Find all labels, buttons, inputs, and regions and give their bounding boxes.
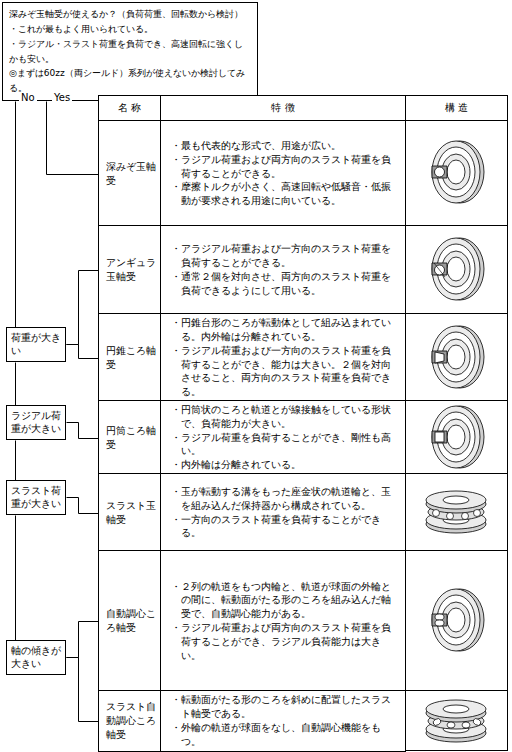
condition-box: ラジアル荷重が大きい	[6, 405, 66, 440]
node-text: 荷重が大きい	[11, 331, 61, 358]
node-text: ◎まずは60zz（両シールド）系列が使えないか検討してみる。	[9, 66, 251, 96]
feature-cell: ・最も代表的な形式で、用途が広い。・ラジアル荷重および両方向のスラスト荷重を負荷…	[160, 120, 406, 227]
node-text: ・アラジアル荷重および一方向のスラスト荷重を負荷することができる。	[171, 242, 397, 270]
node-text: ・玉が転動する溝をもった座金状の軌道輪と、玉を組み込んだ保持器から構成されている…	[171, 485, 397, 513]
node-text: ・２列の軌道をもつ内輪と、軌道が球面の外輪との間に、転動面がたる形のころを組み込…	[171, 580, 397, 621]
name-cell: 深みぞ玉軸受	[98, 120, 161, 227]
feature-cell: ・アラジアル荷重および一方向のスラスト荷重を負荷することができる。・通常２個を対…	[160, 225, 406, 315]
feature-cell: ・転動面がたる形のころを斜めに配置したスラスト軸受である。・外輪の軌道が球面をな…	[160, 690, 406, 752]
name-cell: アンギュラ玉軸受	[98, 225, 161, 315]
feature-cell: ・円筒状のころと軌道とが線接触をしている形状で、負荷能力が大きい。・ラジアル荷重…	[160, 400, 406, 475]
header-cell: 特 徴	[160, 95, 406, 121]
tapered-roller-bearing	[432, 326, 484, 388]
node-text: ・ラジアル・スラスト荷重を負荷でき、高速回転に強くしかも安い。	[9, 37, 251, 67]
flow-connector	[15, 516, 16, 641]
name-cell: 円筒ころ軸受	[98, 400, 161, 475]
node-text: 特 徴	[271, 101, 294, 115]
node-text: ・ラジアル荷重および一方向のスラスト荷重を負荷することができ、能力は大きい。２個…	[171, 344, 397, 399]
node-text: ・最も代表的な形式で、用途が広い。	[171, 139, 397, 153]
name-cell: 円錐ころ軸受	[98, 313, 161, 402]
angular-ball-bearing	[432, 238, 484, 300]
deep-groove-ball-bearing	[432, 141, 484, 203]
structure-column	[406, 121, 508, 751]
node-text: スラスト荷重が大きい	[11, 484, 61, 511]
question-box: 深みぞ玉軸受が使えるか？（負荷荷重、回転数から検討）・これが最もよく用いられてい…	[2, 2, 258, 101]
flow-connector	[47, 102, 99, 175]
node-text: 深みぞ玉軸受	[106, 160, 156, 188]
edge-label: No	[19, 92, 37, 104]
name-cell: スラスト自動調心ころ軸受	[98, 690, 161, 752]
node-text: ・ラジアル荷重および両方向のスラスト荷重を負荷することができる。	[171, 153, 397, 181]
node-text: 深みぞ玉軸受が使えるか？（負荷荷重、回転数から検討）	[9, 7, 251, 22]
flow-connector	[67, 271, 99, 345]
spherical-thrust-roller-bearing	[426, 700, 486, 742]
feature-cell: ・円錐台形のころが転動体として組み込まれている。内外輪は分離されている。・ラジア…	[160, 313, 406, 402]
node-text: ラジアル荷重が大きい	[11, 409, 61, 436]
node-text: ・ラジアル荷重および両方向のスラスト荷重を負荷することができ、ラジアル負荷能力は…	[171, 621, 397, 662]
node-text: 名 称	[118, 101, 141, 115]
node-text: ・転動面がたる形のころを斜めに配置したスラスト軸受である。	[171, 693, 397, 721]
node-text: ・ラジアル荷重を負荷することができ、剛性も高い。	[171, 431, 397, 459]
node-text: アンギュラ玉軸受	[106, 256, 156, 284]
node-text: ・一方向のスラスト荷重を負荷することができる。	[171, 513, 397, 541]
feature-cell: ・２列の軌道をもつ内輪と、軌道が球面の外輪との間に、転動面がたる形のころを組み込…	[160, 550, 406, 692]
node-text: ・通常２個を対向させ、両方向のスラスト荷重を負荷できるようにして用いる。	[171, 270, 397, 298]
flow-connector	[67, 498, 99, 514]
node-text: 構 造	[445, 101, 468, 115]
flow-connector	[15, 363, 16, 406]
flow-connector	[15, 441, 16, 481]
thrust-ball-bearing	[426, 491, 486, 533]
flow-connector	[67, 658, 99, 722]
feature-cell: ・玉が転動する溝をもった座金状の軌道輪と、玉を組み込んだ保持器から構成されている…	[160, 473, 406, 552]
node-text: ・円筒状のころと軌道とが線接触をしている形状で、負荷能力が大きい。	[171, 403, 397, 431]
name-cell: 自動調心ころ軸受	[98, 550, 161, 692]
condition-box: 荷重が大きい	[6, 327, 66, 362]
header-cell: 構 造	[405, 95, 508, 121]
flow-connector	[67, 622, 99, 658]
node-text: スラスト自動調心ころ軸受	[106, 700, 156, 741]
name-cell: スラスト玉軸受	[98, 473, 161, 552]
node-text: ・外輪の軌道が球面をなし、自動調心機能をもつ。	[171, 721, 397, 749]
node-text: ・内外輪は分離されている。	[171, 458, 397, 472]
header-cell: 名 称	[98, 95, 161, 121]
edge-label: Yes	[52, 92, 72, 104]
node-text: ・摩擦トルクが小さく、高速回転や低騒音・低振動が要求される用途に向いている。	[171, 180, 397, 208]
node-text: 自動調心ころ軸受	[106, 607, 156, 635]
flow-connector	[67, 345, 99, 359]
condition-box: 軸の傾きが大きい	[6, 640, 66, 675]
node-text: 円錐ころ軸受	[106, 344, 156, 372]
node-text: ・これが最もよく用いられている。	[9, 22, 251, 37]
node-text: ・円錐台形のころが転動体として組み込まれている。内外輪は分離されている。	[171, 316, 397, 344]
cylindrical-roller-bearing	[432, 406, 484, 468]
condition-box: スラスト荷重が大きい	[6, 480, 66, 515]
flow-connector	[67, 423, 99, 439]
flow-connector	[15, 102, 16, 328]
node-text: スラスト玉軸受	[106, 499, 156, 527]
spherical-roller-bearing	[432, 589, 484, 651]
node-text: 軸の傾きが大きい	[11, 644, 61, 671]
node-text: 円筒ころ軸受	[106, 424, 156, 452]
row-lines	[405, 226, 508, 691]
